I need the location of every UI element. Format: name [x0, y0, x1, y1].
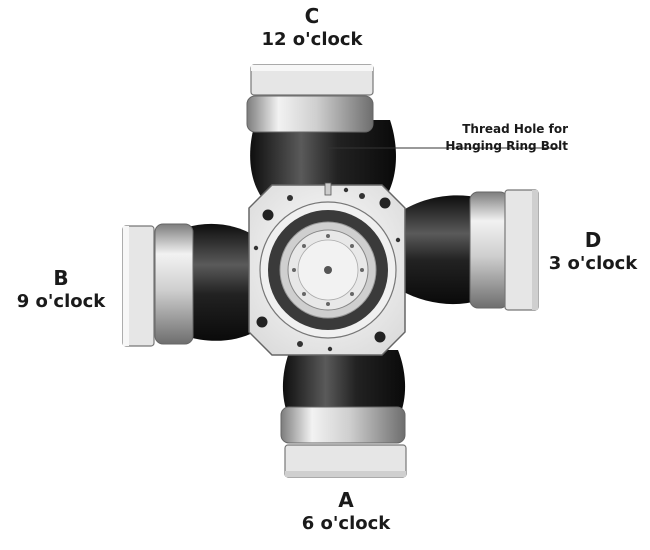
- arm-right: [400, 189, 539, 311]
- label-left-clock: 9 o'clock: [16, 291, 106, 312]
- rubber-boot-top: [250, 120, 396, 205]
- callout-line-1: Thread Hole for: [462, 122, 568, 136]
- thread-hole: [324, 182, 332, 196]
- arm-bottom: [280, 350, 407, 478]
- bolt-hole: [374, 331, 386, 343]
- bearing-ring-bottom: [280, 406, 406, 444]
- arm-top: [246, 64, 396, 205]
- bearing-ring-left: [154, 223, 194, 345]
- label-left-letter: B: [53, 266, 69, 290]
- bolt-hole: [256, 316, 268, 328]
- label-right-letter: D: [584, 228, 602, 252]
- label-bottom-clock: 6 o'clock: [301, 513, 391, 534]
- label-bottom-letter: A: [338, 488, 354, 512]
- label-right-clock: 3 o'clock: [548, 253, 638, 274]
- bearing-ring-top: [246, 95, 374, 133]
- bolt-hole: [379, 197, 391, 209]
- label-right: D 3 o'clock: [538, 228, 648, 276]
- rubber-boot-bottom: [282, 350, 406, 415]
- label-bottom: A 6 o'clock: [284, 488, 408, 536]
- bearing-ring-right: [469, 191, 509, 309]
- rubber-boot-right: [400, 195, 480, 305]
- label-top: C 12 o'clock: [250, 4, 374, 52]
- callout-line-2: Hanging Ring Bolt: [445, 139, 568, 153]
- label-left: B 9 o'clock: [6, 266, 116, 314]
- rubber-boot-left: [185, 223, 258, 341]
- bolt-hole: [262, 209, 274, 221]
- hub-center: [324, 266, 332, 274]
- thread-hole-callout: Thread Hole for Hanging Ring Bolt: [420, 121, 568, 155]
- arm-left: [122, 223, 258, 347]
- label-top-clock: 12 o'clock: [261, 29, 363, 50]
- callout-leader-line: [327, 147, 560, 182]
- label-top-letter: C: [304, 4, 320, 28]
- center-block: [248, 182, 406, 356]
